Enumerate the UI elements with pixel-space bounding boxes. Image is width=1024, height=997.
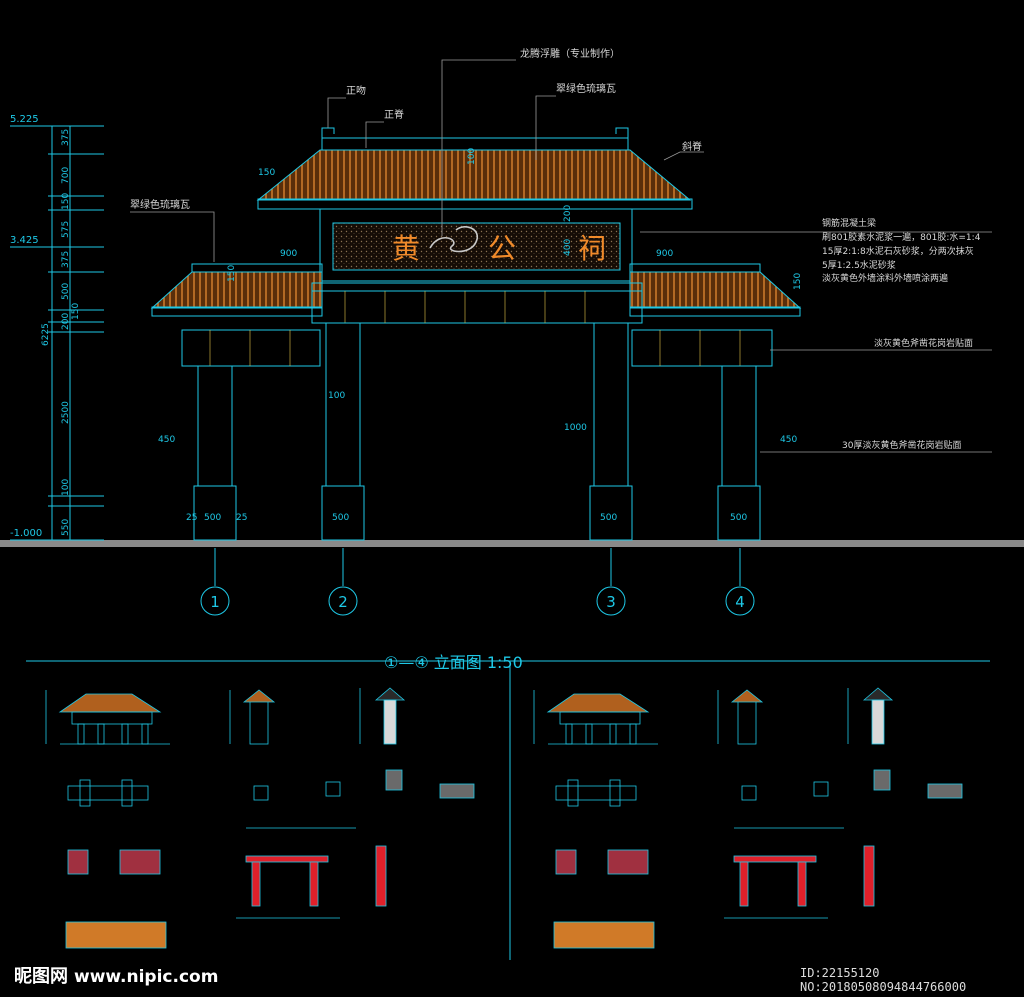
dim-label: 25 <box>186 513 197 523</box>
dim-label: 500 <box>61 283 71 300</box>
column-2 <box>321 322 365 541</box>
dim-label: 700 <box>61 167 71 184</box>
callout-granite-30: 30厚淡灰黄色斧凿花岗岩贴面 <box>842 439 961 451</box>
axis-label: 3 <box>606 593 616 611</box>
dim-label: 150 <box>61 193 71 210</box>
dim-label: 150 <box>793 273 803 290</box>
side-roof-right <box>629 263 802 317</box>
column-3 <box>589 322 633 541</box>
callout-granite: 淡灰黄色斧凿花岗岩贴面 <box>874 337 973 349</box>
dim-label: 500 <box>204 513 221 523</box>
dim-label: 500 <box>600 513 617 523</box>
dim-label: 400 <box>563 239 573 256</box>
drawing-title: ①—④ 立面图 1:50 <box>384 653 523 672</box>
callout-dragon: 龙腾浮雕（专业制作） <box>520 47 620 60</box>
axis-markers <box>200 548 755 616</box>
callout-layer: 淡灰黄色外墙涂料外墙喷涂两遍 <box>822 272 948 284</box>
dim-label: 100 <box>61 479 71 496</box>
central-lintel <box>311 282 643 324</box>
thumbnail-sheet-right <box>533 687 963 949</box>
callout-layer: 刷801胶素水泥浆一遍，801胶:水=1:4 <box>822 231 981 243</box>
dim-label: 900 <box>280 249 297 259</box>
dim-label: 375 <box>61 129 71 146</box>
callout-main-ridge: 正脊 <box>384 108 404 121</box>
elevation-mark: -1.000 <box>10 528 42 539</box>
dim-label: 100 <box>467 148 477 165</box>
dim-label: 2500 <box>61 401 71 424</box>
side-roof-left <box>150 263 323 317</box>
plaque-char: 黄 <box>392 232 420 265</box>
main-roof <box>256 127 693 210</box>
column-4 <box>717 365 761 541</box>
ground-line <box>0 540 1024 547</box>
dim-label: 6225 <box>41 323 51 346</box>
dim-label: 500 <box>332 513 349 523</box>
dim-label: 150 <box>71 303 81 320</box>
callout-rc-beam: 钢筋混凝土梁 <box>822 217 876 229</box>
dim-label: 200 <box>563 205 573 222</box>
left-dimension-chain <box>10 125 104 541</box>
dim-label: 575 <box>61 221 71 238</box>
plaque-char: 祠 <box>578 232 606 265</box>
callout-green-tile-side: 翠绿色琉璃瓦 <box>130 198 190 211</box>
dim-label: 100 <box>328 391 345 401</box>
axis-label: 1 <box>210 593 220 611</box>
dim-label: 450 <box>158 435 175 445</box>
watermark-logo-text: 昵图网 <box>14 966 68 987</box>
watermark-logo: 昵图网 www.nipic.com <box>14 962 218 988</box>
watermark-site: www.nipic.com <box>74 967 219 987</box>
callout-layer: 5厚1:2.5水泥砂浆 <box>822 259 896 271</box>
dim-label: 150 <box>258 168 275 178</box>
dim-label: 550 <box>61 519 71 536</box>
elevation-mark: 5.225 <box>10 114 39 125</box>
plaque-char: 公 <box>488 232 516 265</box>
column-1 <box>193 365 237 541</box>
dim-label: 900 <box>656 249 673 259</box>
dim-label: 500 <box>730 513 747 523</box>
side-beam-right <box>631 329 773 367</box>
axis-label: 4 <box>735 593 745 611</box>
dim-label: 150 <box>227 265 237 282</box>
elevation-mark: 3.425 <box>10 235 39 246</box>
callout-hip-ridge: 斜脊 <box>682 140 702 153</box>
thumbnail-sheet-left <box>45 687 475 949</box>
callout-ridge-end: 正吻 <box>346 85 366 97</box>
roof-dim-labels: 100 200 400 150 150 <box>227 148 803 290</box>
plaque-wall <box>319 208 633 282</box>
dim-label: 200 <box>61 313 71 330</box>
dim-label: 25 <box>236 513 247 523</box>
vertical-dim-labels: 375 700 150 575 375 500 200 150 2500 100… <box>41 129 81 536</box>
dim-label: 1000 <box>564 423 587 433</box>
dim-label: 375 <box>61 251 71 268</box>
callout-green-tile-top: 翠绿色琉璃瓦 <box>556 82 616 95</box>
dragon-relief-icon <box>429 226 479 253</box>
side-beam-left <box>181 329 321 367</box>
small-dim-labels: 150 900 900 100 450 450 500 500 500 500 … <box>158 168 797 523</box>
callout-layer: 15厚2:1:8水泥石灰砂浆，分两次抹灰 <box>822 245 974 257</box>
axis-label: 2 <box>338 593 348 611</box>
dim-label: 450 <box>780 435 797 445</box>
leader-lines <box>130 59 992 453</box>
watermark-id: ID:22155120 NO:20180508094844766000 <box>800 966 967 994</box>
